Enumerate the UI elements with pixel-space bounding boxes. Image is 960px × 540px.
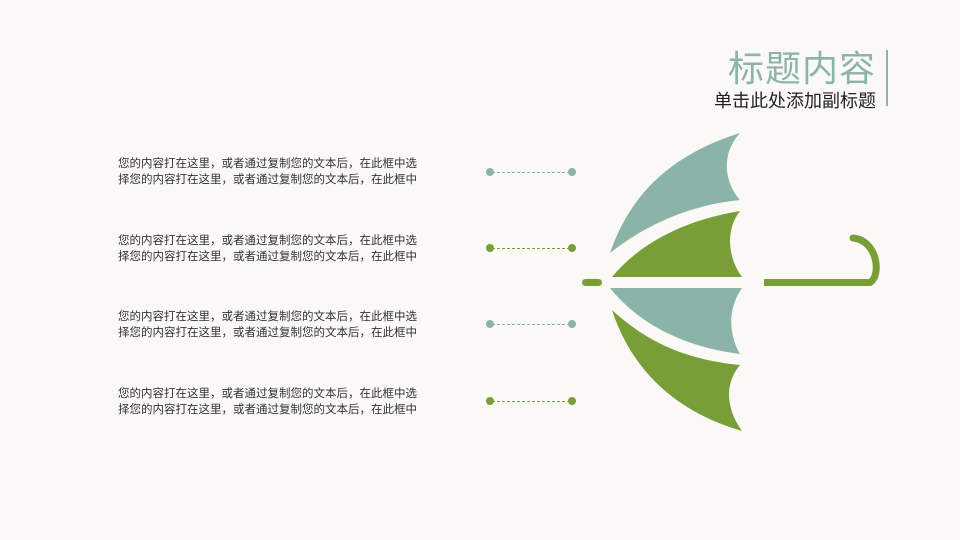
item-text-line2: 择您的内容打在这里，或者通过复制您的文本后，在此框中 [118,325,417,339]
content-item-2: 您的内容打在这里，或者通过复制您的文本后，在此框中选 择您的内容打在这里，或者通… [118,232,478,264]
connector-dot [568,168,576,176]
connector-dot [486,397,494,405]
item-text-line1: 您的内容打在这里，或者通过复制您的文本后，在此框中选 [118,156,417,170]
connector-dot [486,320,494,328]
content-item-1: 您的内容打在这里，或者通过复制您的文本后，在此框中选 择您的内容打在这里，或者通… [118,155,478,187]
connector-dot [486,168,494,176]
content-item-4: 您的内容打在这里，或者通过复制您的文本后，在此框中选 择您的内容打在这里，或者通… [118,385,478,417]
page-subtitle: 单击此处添加副标题 [714,91,876,112]
item-text-line2: 择您的内容打在这里，或者通过复制您的文本后，在此框中 [118,172,417,186]
connector-line [492,171,570,173]
umbrella-icon [582,133,880,431]
item-text-line2: 择您的内容打在这里，或者通过复制您的文本后，在此框中 [118,249,417,263]
connector-dot [568,397,576,405]
item-text-line1: 您的内容打在这里，或者通过复制您的文本后，在此框中选 [118,309,417,323]
connector-4 [486,397,576,405]
connector-line [492,247,570,249]
connector-line [492,400,570,402]
connector-dot [568,320,576,328]
page-title: 标题内容 [727,49,876,90]
connector-3 [486,320,576,328]
connector-line [492,323,570,325]
connector-1 [486,168,576,176]
item-text-line2: 择您的内容打在这里，或者通过复制您的文本后，在此框中 [118,402,417,416]
item-text-line1: 您的内容打在这里，或者通过复制您的文本后，在此框中选 [118,386,417,400]
connector-2 [486,244,576,252]
title-block: 标题内容 单击此处添加副标题 [714,48,876,114]
item-text-line1: 您的内容打在这里，或者通过复制您的文本后，在此框中选 [118,233,417,247]
content-item-3: 您的内容打在这里，或者通过复制您的文本后，在此框中选 择您的内容打在这里，或者通… [118,308,478,340]
connector-dot [568,244,576,252]
connector-dot [486,244,494,252]
title-accent-bar [886,50,888,106]
